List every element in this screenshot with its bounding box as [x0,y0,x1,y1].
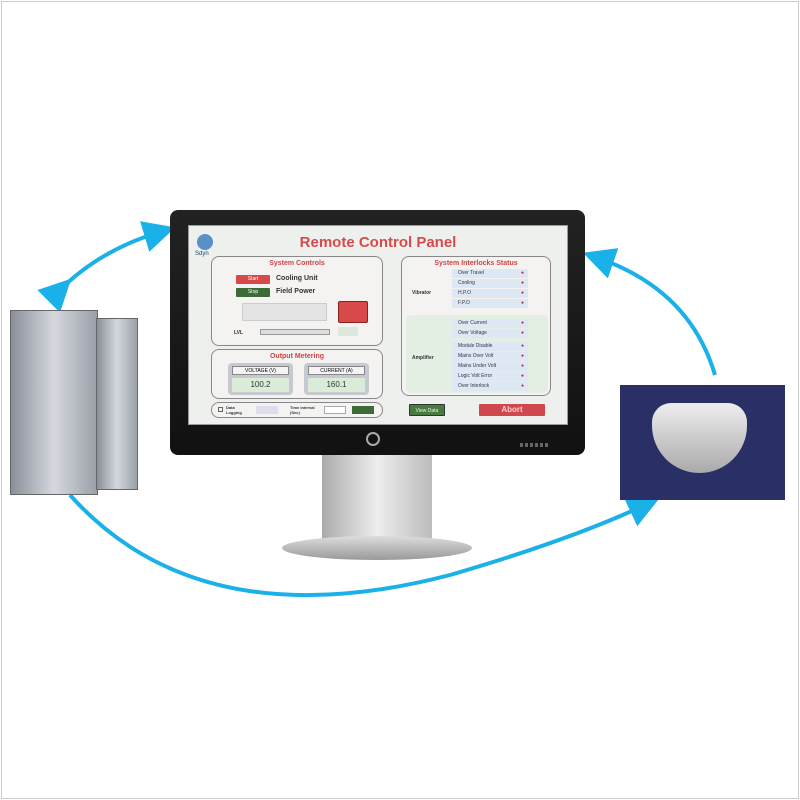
section-heading: Output Metering [269,353,325,360]
section-heading: System Interlocks Status [434,260,518,267]
view-data-button[interactable]: View Data [409,404,445,416]
arrow-left [37,221,176,313]
logo-text: Sdyn [195,251,209,257]
amplifier-cabinet [96,318,138,490]
time-interval-input[interactable] [324,406,346,414]
controller-cabinet [10,310,98,495]
interlock-item: F.P.O [458,300,470,306]
voltage-meter: VOLTAGE (V) 100.2 [228,363,293,395]
control-display [242,303,327,321]
current-meter: CURRENT (A) 160.1 [304,363,369,395]
interlock-item: Mains Over Volt [458,353,494,359]
interlock-item: H.P.O [458,290,471,296]
interlocks-status: System Interlocks Status Vibrator Over T… [401,256,551,396]
remote-control-panel: Sdyn Remote Control Panel System Control… [188,225,568,425]
logging-field[interactable] [256,406,278,414]
vibration-shaker [620,385,785,500]
field-power-label: Field Power [276,288,316,295]
logging-bar: Data Logging Time Interval (Sec) [211,402,383,418]
voltage-label: VOLTAGE (V) [232,366,289,375]
interlock-item: Over Voltage [458,330,487,336]
logo-icon [197,234,213,250]
output-metering: Output Metering VOLTAGE (V) 100.2 CURREN… [211,349,383,399]
interlock-item: Over Current [458,320,487,326]
cooling-start-button[interactable]: Start [236,275,270,284]
voltage-value: 100.2 [232,378,289,392]
interlock-item: Logic Volt Error [458,373,493,379]
amplifier-label: Amplifier [412,355,434,361]
monitor-stand [322,455,432,543]
current-value: 160.1 [308,378,365,392]
section-heading: System Controls [269,260,325,267]
level-value [338,327,358,336]
interlock-item: Mains Under Volt [458,363,497,369]
monitor-base [282,536,472,560]
cooling-unit-label: Cooling Unit [276,275,318,282]
interlock-item: Over Travel [458,270,484,276]
interlock-item: Cooling [458,280,475,286]
arrow-bottom [68,493,660,597]
data-logging-checkbox[interactable] [218,407,223,412]
system-controls: System Controls Start Cooling Unit Stop … [211,256,383,346]
page-title: Remote Control Panel [299,234,457,251]
abort-button[interactable]: Abort [479,404,545,416]
arrow-right [582,248,717,376]
interlock-item: Over Interlock [458,383,490,389]
vibrator-label: Vibrator [412,290,432,296]
monitor: Sdyn Remote Control Panel System Control… [170,210,585,455]
emergency-button[interactable] [338,301,368,323]
current-label: CURRENT (A) [308,366,365,375]
field-power-button[interactable]: Stop [236,288,270,297]
data-logging-label: Data Logging [226,405,242,415]
interlock-item: Module Disable [458,343,493,349]
start-logging-button[interactable] [352,406,374,414]
indicator-lights [520,443,550,447]
time-interval-label: Time Interval (Sec) [290,405,315,415]
level-slider[interactable] [260,329,330,335]
level-label: LVL [234,330,244,336]
power-icon[interactable] [366,432,380,446]
